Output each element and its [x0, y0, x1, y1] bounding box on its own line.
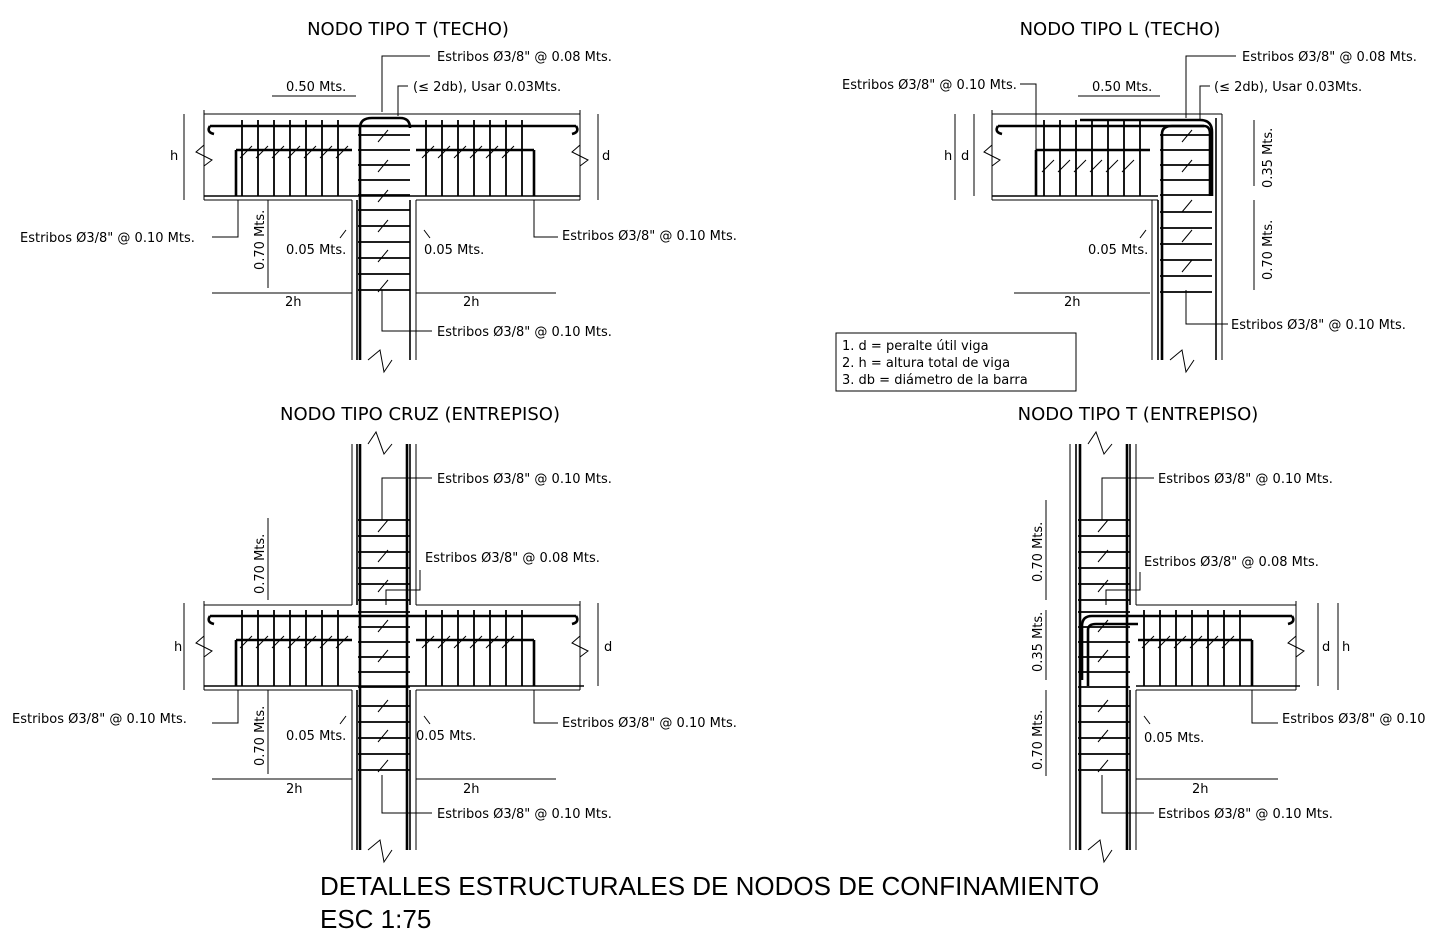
note-right-stirrups: Estribos Ø3/8" @ 0.10	[1282, 712, 1426, 727]
dim-2h-right: 2h	[463, 782, 480, 797]
stirrups	[1041, 120, 1212, 293]
dimensions	[954, 55, 1255, 325]
note-bottom-stirrups: Estribos Ø3/8" @ 0.10 Mts.	[1231, 318, 1406, 333]
dim-070: 0.70 Mts.	[253, 210, 268, 270]
dim-d-label: d	[961, 149, 969, 164]
note-bottom-stirrups: Estribos Ø3/8" @ 0.10 Mts.	[437, 325, 612, 340]
note-2db: (≤ 2db), Usar 0.03Mts.	[413, 80, 561, 95]
stirrups	[239, 519, 523, 773]
dim-h-label: h	[1342, 640, 1350, 655]
note-right-stirrups: Estribos Ø3/8" @ 0.10 Mts.	[562, 229, 737, 244]
dimensions	[183, 477, 599, 814]
detail-title: NODO TIPO CRUZ (ENTREPISO)	[280, 404, 560, 425]
dim-h-label: h	[174, 640, 182, 655]
dim-050: 0.50 Mts.	[286, 80, 346, 95]
dim-070-top: 0.70 Mts.	[253, 534, 268, 594]
note-left-stirrups: Estribos Ø3/8" @ 0.10 Mts.	[12, 712, 187, 727]
legend-item: 2. h = altura total de viga	[842, 356, 1010, 371]
beam-outline	[195, 601, 589, 691]
dim-005-left: 0.05 Mts.	[286, 729, 346, 744]
rebars	[1078, 444, 1295, 850]
dimensions	[183, 55, 599, 332]
detail-t-entrepiso: NODO TIPO T (ENTREPISO)	[1018, 404, 1426, 864]
dim-070-top: 0.70 Mts.	[1031, 522, 1046, 582]
dim-2h: 2h	[1064, 295, 1081, 310]
dim-070: 0.70 Mts.	[1261, 220, 1276, 280]
detail-title: NODO TIPO T (ENTREPISO)	[1018, 404, 1259, 425]
dim-2h-left: 2h	[286, 782, 303, 797]
dim-005-left: 0.05 Mts.	[286, 243, 346, 258]
dim-2h: 2h	[1192, 782, 1209, 797]
column-outline	[1151, 118, 1217, 374]
drawing-title: DETALLES ESTRUCTURALES DE NODOS DE CONFI…	[320, 871, 1099, 901]
note-2db: (≤ 2db), Usar 0.03Mts.	[1214, 80, 1362, 95]
legend: 1. d = peralte útil viga 2. h = altura t…	[835, 332, 1077, 392]
note-left-stirrups: Estribos Ø3/8" @ 0.10 Mts.	[20, 231, 195, 246]
detail-t-techo: NODO TIPO T (TECHO)	[20, 19, 737, 374]
dim-035: 0.35 Mts.	[1261, 128, 1276, 188]
note-stirrups-008: Estribos Ø3/8" @ 0.08 Mts.	[1242, 50, 1417, 65]
dim-005-right: 0.05 Mts.	[424, 243, 484, 258]
dim-050: 0.50 Mts.	[1092, 80, 1152, 95]
dim-035: 0.35 Mts.	[1031, 612, 1046, 672]
dim-d-label: d	[1322, 640, 1330, 655]
note-bottom-stirrups: Estribos Ø3/8" @ 0.10 Mts.	[437, 807, 612, 822]
legend-item: 3. db = diámetro de la barra	[842, 373, 1028, 388]
legend-item: 1. d = peralte útil viga	[842, 339, 989, 354]
stirrups	[239, 120, 523, 293]
drawing-scale: ESC 1:75	[320, 904, 431, 934]
rebars	[207, 116, 579, 360]
beam-outline	[983, 110, 1223, 360]
note-left-stirrups: Estribos Ø3/8" @ 0.10 Mts.	[842, 78, 1017, 93]
rebars	[207, 444, 579, 850]
detail-title: NODO TIPO L (TECHO)	[1020, 19, 1221, 40]
note-stirrups-008: Estribos Ø3/8" @ 0.08 Mts.	[437, 50, 612, 65]
note-top-stirrups: Estribos Ø3/8" @ 0.10 Mts.	[1158, 472, 1333, 487]
dim-070-bottom: 0.70 Mts.	[253, 706, 268, 766]
dim-005: 0.05 Mts.	[1144, 731, 1204, 746]
beam-outline	[1136, 601, 1305, 691]
dim-005: 0.05 Mts.	[1088, 243, 1148, 258]
detail-l-techo: NODO TIPO L (TECHO)	[842, 19, 1417, 374]
detail-cruz-entrepiso: NODO TIPO CRUZ (ENTREPISO)	[12, 404, 737, 864]
note-bottom-stirrups: Estribos Ø3/8" @ 0.10 Mts.	[1158, 807, 1333, 822]
detail-title: NODO TIPO T (TECHO)	[307, 19, 509, 40]
note-mid-stirrups: Estribos Ø3/8" @ 0.08 Mts.	[425, 551, 600, 566]
dimensions	[1045, 477, 1339, 814]
dim-2h-right: 2h	[463, 295, 480, 310]
dim-005-right: 0.05 Mts.	[416, 729, 476, 744]
note-right-stirrups: Estribos Ø3/8" @ 0.10 Mts.	[562, 716, 737, 731]
dim-d-label: d	[604, 640, 612, 655]
rebars	[995, 118, 1214, 360]
dim-2h-left: 2h	[285, 295, 302, 310]
note-top-stirrups: Estribos Ø3/8" @ 0.10 Mts.	[437, 472, 612, 487]
stirrups	[1078, 519, 1241, 773]
dim-h-label: h	[944, 149, 952, 164]
beam-outline	[195, 110, 589, 201]
dim-h-label: h	[170, 149, 178, 164]
note-mid-stirrups: Estribos Ø3/8" @ 0.08 Mts.	[1144, 555, 1319, 570]
dim-d-label: d	[602, 149, 610, 164]
dim-070-bottom: 0.70 Mts.	[1031, 710, 1046, 770]
